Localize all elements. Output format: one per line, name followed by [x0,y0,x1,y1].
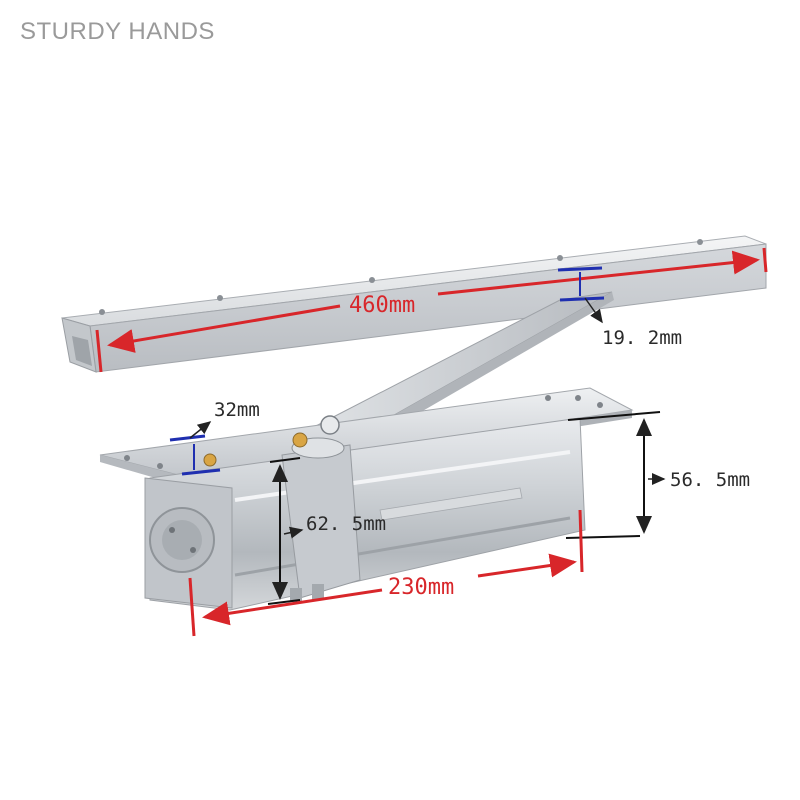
body-length-label: 230mm [388,575,454,600]
body-depth-label: 62. 5mm [306,513,386,535]
brand-watermark: STURDY HANDS [20,18,215,45]
body-height-label: 56. 5mm [670,469,750,491]
track-height-dimension: 19. 2mm [557,266,682,349]
closer-body [144,415,586,611]
track-length-dimension: 460mm [95,247,768,373]
track-height-label: 19. 2mm [602,327,682,349]
body-width-dimension: 32mm [169,399,260,476]
track-length-label: 460mm [349,293,415,318]
body-length-dimension: 230mm [188,509,584,637]
body-depth-dimension: 62. 5mm [267,457,386,605]
body-height-dimension: 56. 5mm [565,411,750,539]
body-width-label: 32mm [214,399,260,421]
